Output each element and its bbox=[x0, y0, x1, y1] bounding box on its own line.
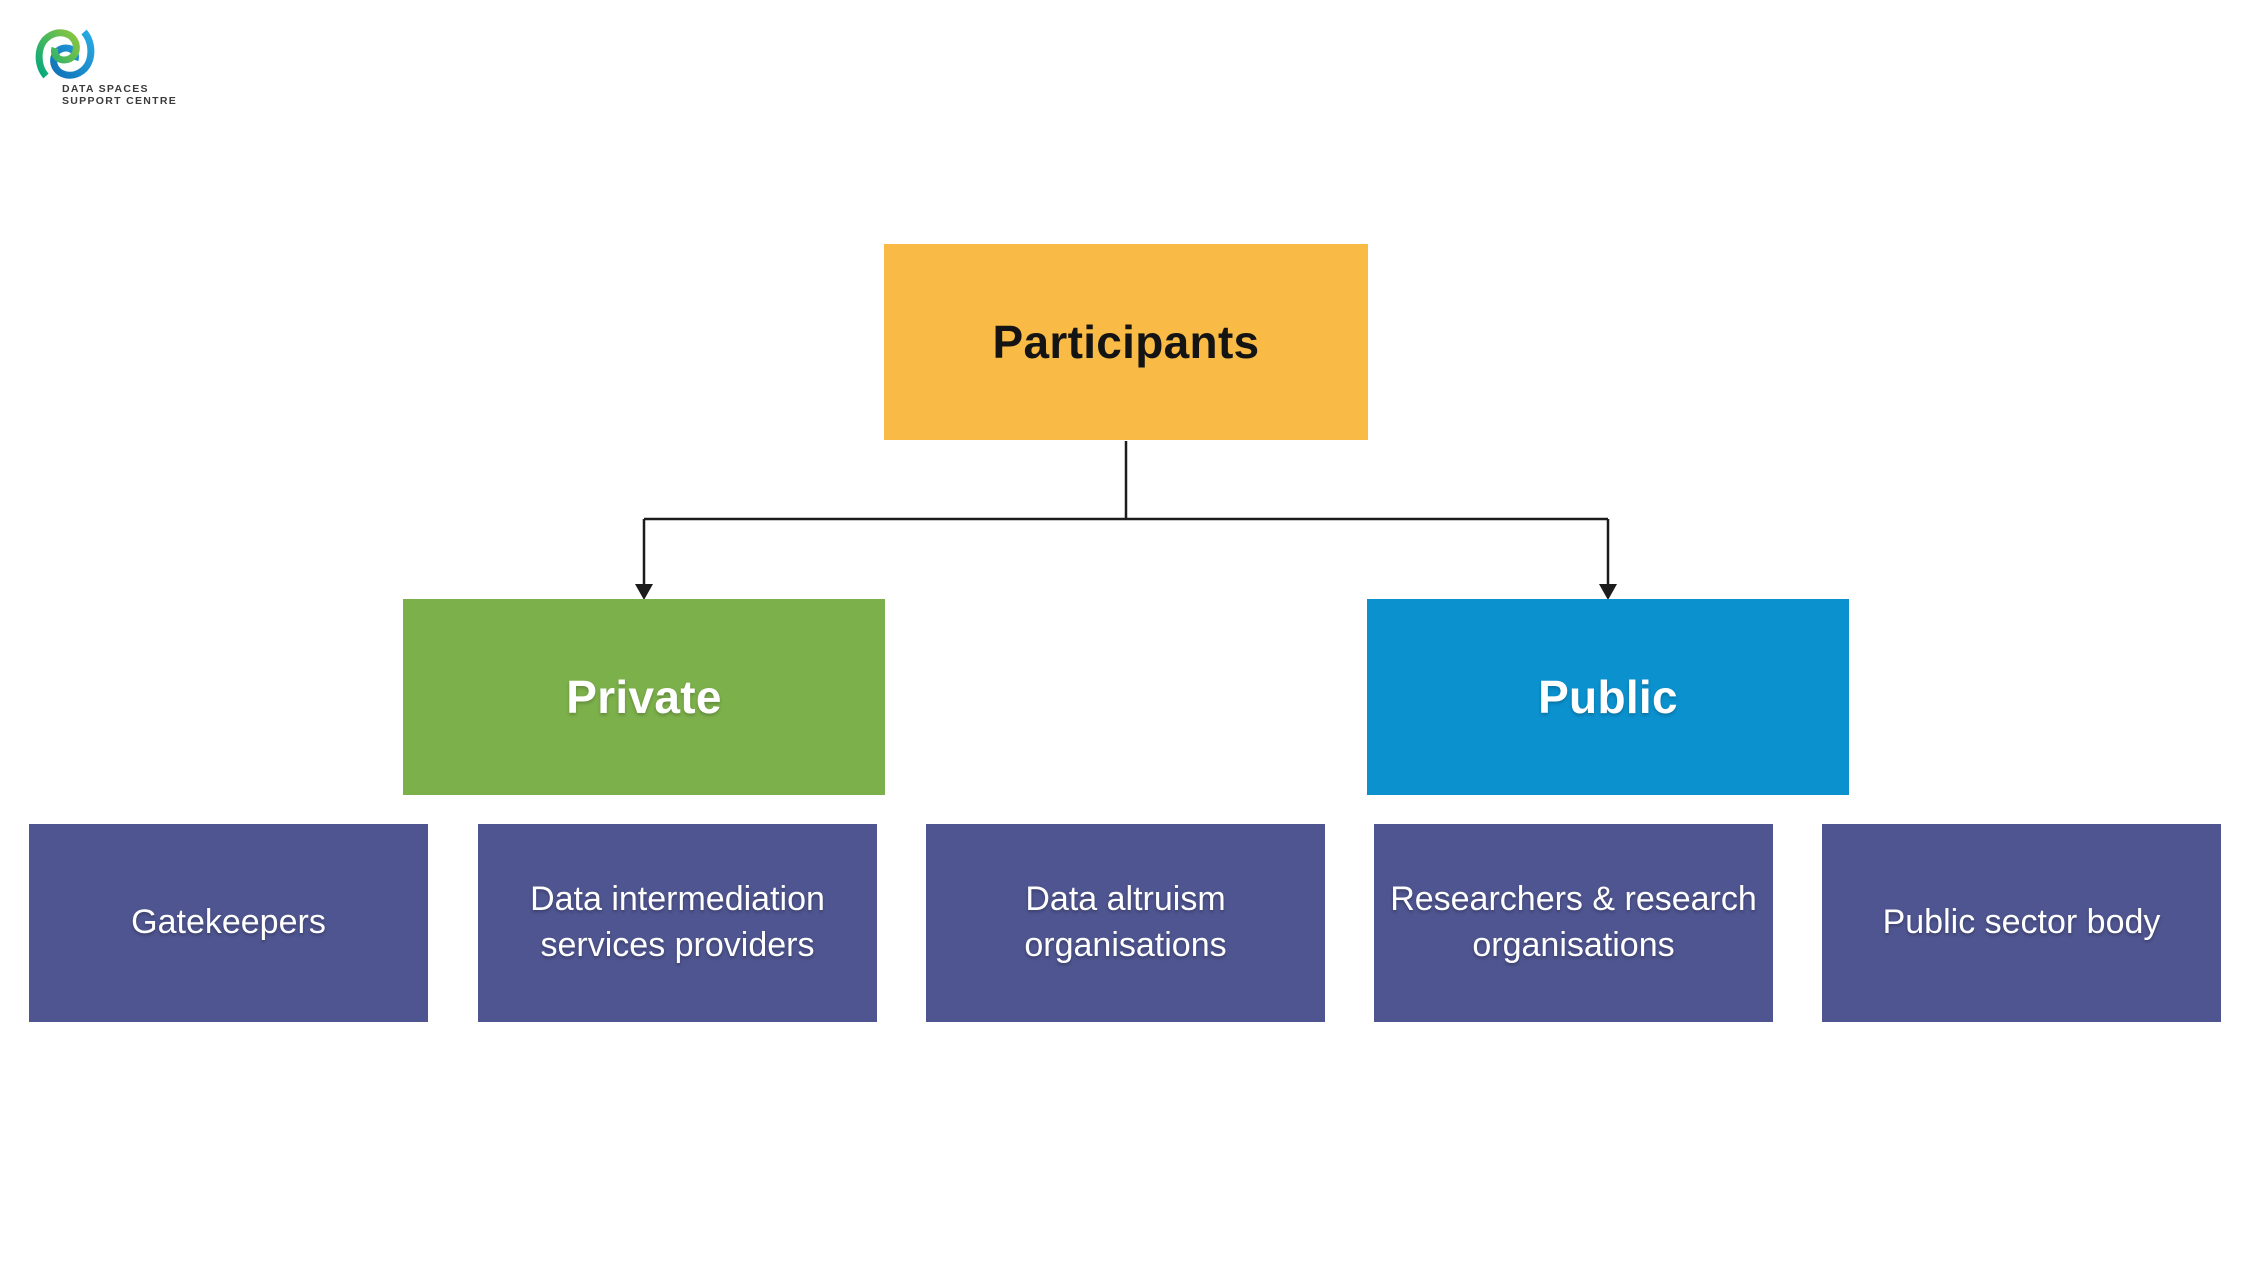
dssc-logo-icon bbox=[35, 29, 95, 79]
node-public-sector-body: Public sector body bbox=[1822, 824, 2221, 1022]
node-researchers-label: Researchers & research organisations bbox=[1390, 880, 1757, 964]
connector-tree bbox=[642, 441, 1610, 584]
logo-text-line2: SUPPORT CENTRE bbox=[62, 95, 178, 107]
logo-text: DATA SPACES SUPPORT CENTRE bbox=[62, 83, 263, 107]
logo: DATA SPACES SUPPORT CENTRE bbox=[33, 26, 263, 107]
node-data-intermediation-label: Data intermediation services providers bbox=[530, 880, 825, 964]
node-researchers: Researchers & research organisations bbox=[1374, 824, 1773, 1022]
arrowhead-public-icon bbox=[1599, 584, 1617, 600]
node-data-intermediation: Data intermediation services providers bbox=[478, 824, 877, 1022]
node-gatekeepers: Gatekeepers bbox=[29, 824, 428, 1022]
node-data-altruism-label: Data altruism organisations bbox=[1024, 880, 1227, 964]
arrowhead-private-icon bbox=[635, 584, 653, 600]
logo-text-line1: DATA SPACES bbox=[62, 83, 149, 95]
logo-blue-shape bbox=[50, 29, 95, 79]
logo-green-shape bbox=[35, 29, 80, 79]
node-gatekeepers-label: Gatekeepers bbox=[131, 903, 326, 942]
node-private: Private bbox=[403, 599, 885, 795]
node-data-altruism: Data altruism organisations bbox=[926, 824, 1325, 1022]
node-participants: Participants bbox=[884, 244, 1368, 440]
node-public-sector-body-label: Public sector body bbox=[1882, 903, 2161, 942]
node-private-label: Private bbox=[566, 671, 722, 723]
node-participants-label: Participants bbox=[992, 316, 1260, 368]
node-public: Public bbox=[1367, 599, 1849, 795]
node-public-label: Public bbox=[1538, 671, 1678, 723]
